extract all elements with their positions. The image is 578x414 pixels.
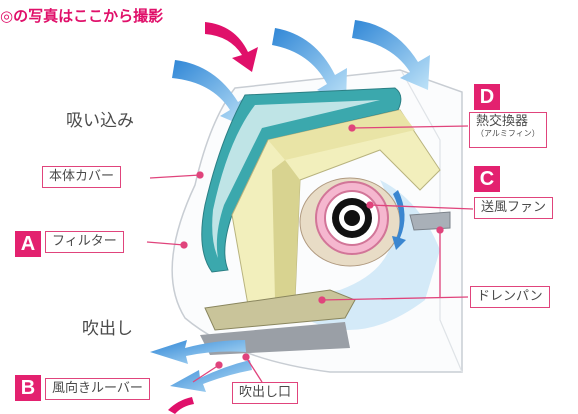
drain-pan-shape [204,289,356,331]
heat-exchanger-name: 熱交換器 [476,114,529,129]
drain-pipe [409,211,451,231]
intake-arrow-1 [172,60,250,128]
leader-lines [146,124,474,383]
heat-exchanger-top-face [268,110,415,160]
louver-label: 風向きルーバー [45,378,150,400]
fan-hub [344,210,360,226]
blower-fan-label: 送風ファン [474,197,554,219]
badge-d: D [474,84,500,110]
body-cover-label: 本体カバー [42,166,122,188]
heat-exchanger-subtitle: （アルミフィン） [476,129,540,138]
intake-arrow-3 [352,20,430,90]
drain-pan-label: ドレンパン [470,286,550,308]
heat-exchanger-side [272,160,300,300]
outlet-arrow-1 [150,340,246,364]
heat-exchanger-label: 熱交換器 （アルミフィン） [469,112,547,148]
outlet-label: 吹出し [82,319,133,339]
camera-direction-arrow [205,22,258,72]
filter-label: フィルター [45,231,124,253]
badge-b: B [15,375,41,401]
fan-rotation-arrow [392,190,406,250]
badge-c: C [474,166,500,192]
badge-a: A [15,231,41,257]
intake-arrow-2 [272,28,347,103]
outlet-port-label: 吹出し口 [232,382,299,404]
camera-direction-arrow-bottom [168,397,194,414]
filter-inner-light [212,100,380,258]
photo-position-caption: ◎の写真はここから撮影 [0,7,164,25]
outlet-arrow-2 [170,360,252,392]
intake-label: 吸い込み [66,111,134,131]
